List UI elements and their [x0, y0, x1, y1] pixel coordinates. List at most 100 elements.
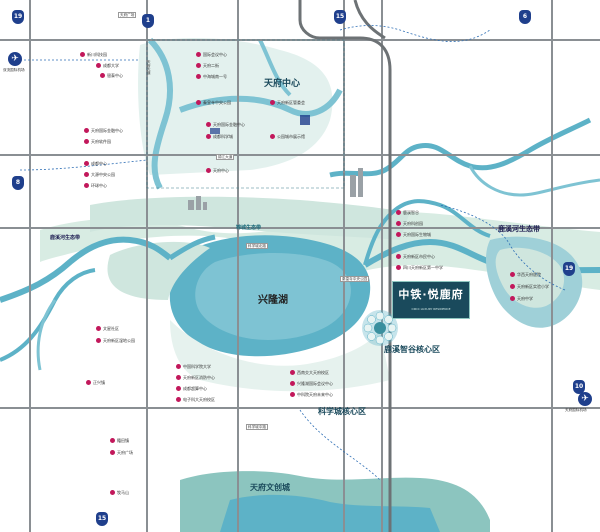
poi-dot-icon: [290, 392, 295, 397]
highway-6-shield: 6: [519, 10, 531, 24]
highway-1-shield: 1: [142, 14, 154, 28]
poi-item[interactable]: 籍田镇: [110, 438, 129, 443]
poi-dot-icon: [196, 100, 201, 105]
poi-dot-icon: [270, 100, 275, 105]
poi-dot-icon: [270, 134, 275, 139]
poi-dot-icon: [290, 381, 295, 386]
poi-item[interactable]: 天府新区实验小学: [510, 284, 549, 289]
poi-dot-icon: [176, 375, 181, 380]
poi-dot-icon: [396, 254, 401, 259]
poi-dot-icon: [396, 210, 401, 215]
poi-dot-icon: [84, 172, 89, 177]
poi-item[interactable]: 天府中心: [206, 168, 229, 173]
area-label-luxi-river-belt-west: 鹿溪河生态带: [50, 235, 81, 241]
poi-item[interactable]: 文星社区: [96, 326, 119, 331]
poi-item[interactable]: 中海城南一号: [196, 74, 227, 79]
poi-dot-icon: [290, 370, 295, 375]
poi-dot-icon: [396, 221, 401, 226]
poi-item[interactable]: 大源中央公园: [84, 172, 115, 177]
area-label-tianfu-center: 天府中心: [264, 79, 301, 89]
poi-item[interactable]: 天府中学: [510, 296, 533, 301]
poi-dot-icon: [110, 490, 115, 495]
airplane-icon-shuangliu: ✈: [8, 52, 22, 66]
poi-dot-icon: [110, 450, 115, 455]
poi-item[interactable]: 牧马山: [110, 490, 129, 495]
poi-dot-icon: [196, 52, 201, 57]
poi-dot-icon: [96, 338, 101, 343]
poi-item[interactable]: 华西天府医院: [510, 272, 541, 277]
poi-dot-icon: [510, 272, 515, 277]
poi-dot-icon: [84, 183, 89, 188]
poi-item[interactable]: 天府新区市民中心: [396, 254, 435, 259]
poi-item[interactable]: 成都科学城: [206, 134, 233, 139]
area-label-xinglong-lake: 兴隆湖: [258, 295, 288, 306]
poi-dot-icon: [84, 128, 89, 133]
poi-item[interactable]: 天府科创园: [396, 221, 423, 226]
poi-item[interactable]: 环球中心: [84, 183, 107, 188]
poi-item[interactable]: 国际会议中心: [196, 52, 227, 57]
poi-item[interactable]: 成都中心: [84, 161, 107, 166]
poi-item[interactable]: 中国科学院大学: [176, 364, 211, 369]
poi-item[interactable]: 公园城市展示馆: [270, 134, 305, 139]
road-label-tianfu-square: 天府广场: [118, 12, 137, 19]
road-label-tianfu-avenue: 天府大道: [147, 60, 152, 75]
poi-item[interactable]: 天府新区消防中心: [176, 375, 215, 380]
area-label-luxi-zhigu: 鹿溪智谷核心区: [384, 345, 440, 354]
highway-15-shield-south: 15: [96, 512, 108, 526]
poi-dot-icon: [176, 397, 181, 402]
highway-19-shield-west: 19: [12, 10, 24, 24]
poi-dot-icon: [510, 284, 515, 289]
poi-dot-icon: [110, 438, 115, 443]
road-label-central-park: 秦皇寺中央公园: [340, 276, 370, 283]
highway-19-shield-east: 19: [563, 262, 575, 276]
highway-10-shield: 10: [573, 380, 585, 394]
road-label-kexuecheng-middle: 科学城中路: [246, 424, 268, 431]
poi-item[interactable]: 秦皇寺中央公园: [196, 100, 231, 105]
poi-item[interactable]: 银泰中心: [100, 73, 123, 78]
poi-item[interactable]: 成都大学: [96, 63, 119, 68]
poi-dot-icon: [196, 63, 201, 68]
area-label-jincheng-green: 锦城生态带: [236, 225, 262, 231]
airplane-icon-tianfu: ✈: [578, 392, 592, 406]
poi-item[interactable]: 天府二街: [196, 63, 219, 68]
poi-item[interactable]: 鹿溪智谷: [396, 210, 419, 215]
airport-label-tianfu: 天府国际机场: [565, 408, 587, 412]
poi-dot-icon: [96, 326, 101, 331]
poi-item[interactable]: 西南交大天府校区: [290, 370, 329, 375]
poi-dot-icon: [86, 380, 91, 385]
area-label-kexuecheng: 科学城核心区: [318, 407, 366, 416]
poi-dot-icon: [84, 161, 89, 166]
project-name: 中铁·悦鹿府: [398, 288, 464, 301]
highway-8-shield: 8: [12, 176, 24, 190]
poi-dot-icon: [396, 265, 401, 270]
poi-item[interactable]: 电子科大天府校区: [176, 397, 215, 402]
poi-item[interactable]: 天府软件园: [84, 139, 111, 144]
poi-item[interactable]: 天府国际金融中心: [206, 122, 245, 127]
poi-dot-icon: [80, 52, 85, 57]
poi-item[interactable]: 天府广场: [110, 450, 133, 455]
poi-dot-icon: [206, 168, 211, 173]
poi-dot-icon: [196, 74, 201, 79]
poi-item[interactable]: 四川天府新区第一中学: [396, 265, 443, 270]
poi-item[interactable]: 天府新区湿地公园: [96, 338, 135, 343]
poi-dot-icon: [396, 232, 401, 237]
poi-item[interactable]: 天府新区管委会: [270, 100, 305, 105]
poi-item[interactable]: 正兴镇: [86, 380, 105, 385]
poi-item[interactable]: 中科院天府未来中心: [290, 392, 333, 397]
poi-dot-icon: [206, 122, 211, 127]
road-label-jinjiang-avenue: 锦江大道: [216, 154, 235, 161]
airport-label-shuangliu: 双流国际机场: [3, 68, 25, 72]
project-subtitle: CRCC LUXURY RESIDENCE: [411, 307, 451, 311]
poi-item[interactable]: 新川科技园: [80, 52, 107, 57]
poi-item[interactable]: 天府国际生物城: [396, 232, 431, 237]
poi-dot-icon: [84, 139, 89, 144]
road-label-kexuecheng-north: 科学城北路: [246, 243, 268, 250]
poi-dot-icon: [176, 364, 181, 369]
poi-item[interactable]: 成都超算中心: [176, 386, 207, 391]
poi-item[interactable]: 天府国际金融中心: [84, 128, 123, 133]
project-card[interactable]: 中铁·悦鹿府 CRCC LUXURY RESIDENCE: [392, 281, 470, 319]
poi-dot-icon: [96, 63, 101, 68]
poi-item[interactable]: 兴隆湖国际会议中心: [290, 381, 333, 386]
